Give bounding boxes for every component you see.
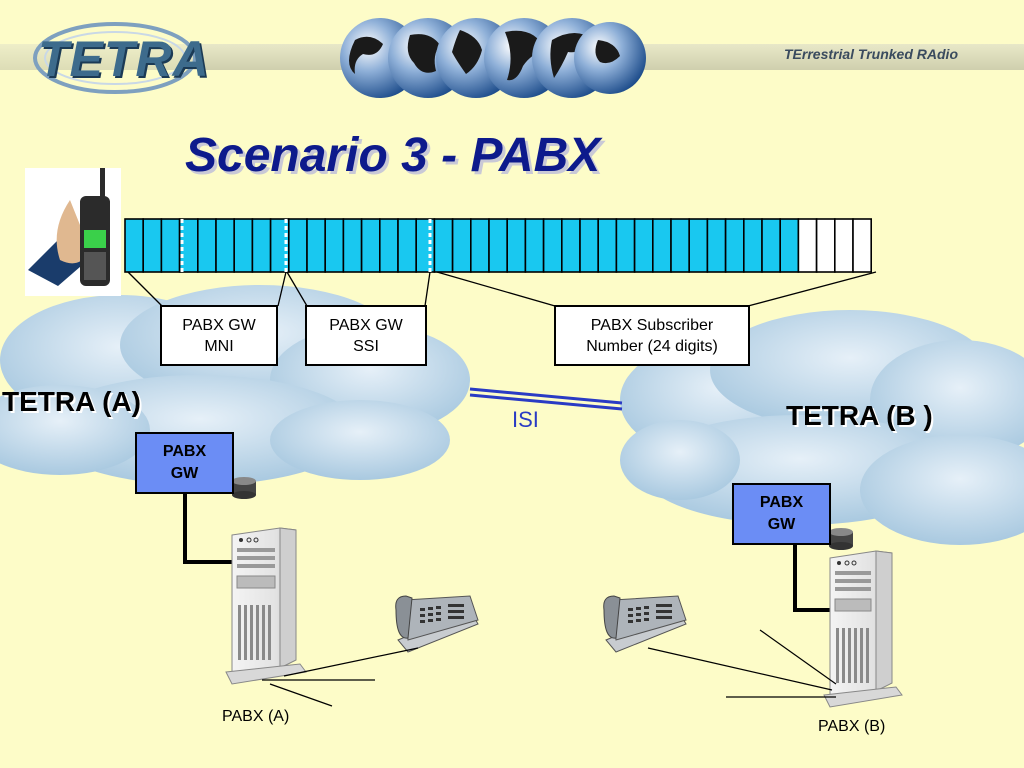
address-digit-cell [160,218,181,273]
address-digit-cell [287,218,308,273]
address-digit-cell-empty [833,218,854,273]
address-digit-cell [524,218,545,273]
address-digit-cell [579,218,600,273]
header-subtitle: TErrestrial Trunked RAdio [784,46,959,62]
isi-label: ISI [512,407,539,432]
tetra-logo [33,22,197,94]
address-digit-cell [342,218,363,273]
tetra-logo-text: TETRA [38,31,210,87]
address-digit-cell [670,218,691,273]
server-tower-icon [823,550,903,708]
address-digit-cell [433,218,454,273]
address-digit-cell-empty [797,218,818,273]
address-digit-cell [142,218,163,273]
pabx-label-a: PABX (A) [222,708,290,725]
field-box-ssi: PABX GW SSI [305,305,427,366]
address-digit-cell [360,218,381,273]
desk-phone-icon [395,595,479,653]
field-box-subscriber-number: PABX Subscriber Number (24 digits) [554,305,750,366]
address-digit-cell [324,218,345,273]
address-digit-cell [488,218,509,273]
address-digit-cell [215,218,236,273]
address-digit-cell [651,218,672,273]
address-digit-cell [560,218,581,273]
address-digit-cell [597,218,618,273]
field-label-subscriber-number: PABX Subscriber Number (24 digits) [586,316,718,355]
field-callout-lines [127,271,877,307]
address-digit-cell [779,218,800,273]
address-digit-cell [197,218,217,273]
network-label-a: TETRA (A) [2,386,141,417]
cloud-icon [620,310,1024,545]
address-cell-strip [124,218,873,273]
address-digit-cell [124,218,145,273]
address-digit-cell [542,218,563,273]
gateway-a-connector [183,494,232,564]
address-digit-cell [306,218,327,273]
address-digit-cell-empty [852,218,873,273]
pabx-gateway-a: PABX GW [135,432,234,494]
field-label-mni: PABX GW MNI [182,316,256,355]
address-digit-cell [451,218,472,273]
address-digit-cell [233,218,254,273]
radio-handset-icon [25,168,121,296]
address-digit-cell [378,218,399,273]
isi-link [469,387,623,411]
slide-title: Scenario 3 - PABX [185,129,601,182]
address-digit-cell [415,218,436,273]
address-digit-cell [724,218,745,273]
database-cylinder-icon [232,477,256,499]
gateway-b-connector [793,544,832,612]
address-digit-cell [506,218,527,273]
address-digit-cell [761,218,782,273]
address-digit-cell [633,218,654,273]
address-digit-cell [706,218,727,273]
address-digit-cell [742,218,763,273]
address-digit-cell [469,218,490,273]
globe-icon [574,22,646,94]
pabx-gateway-b: PABX GW [732,483,831,545]
address-digit-cell [397,218,418,273]
address-digit-cell-empty [815,218,836,273]
address-digit-cell [251,218,272,273]
network-label-b: TETRA (B ) [786,400,933,431]
address-digit-cell [688,218,709,273]
field-box-mni: PABX GW MNI [160,305,278,366]
desk-phone-icon [603,595,687,653]
database-cylinder-icon [829,528,853,550]
pabx-label-b: PABX (B) [818,718,886,735]
field-label-ssi: PABX GW SSI [329,316,403,355]
server-tower-icon [225,527,307,685]
address-digit-cell [615,218,636,273]
extension-lines [262,629,837,707]
